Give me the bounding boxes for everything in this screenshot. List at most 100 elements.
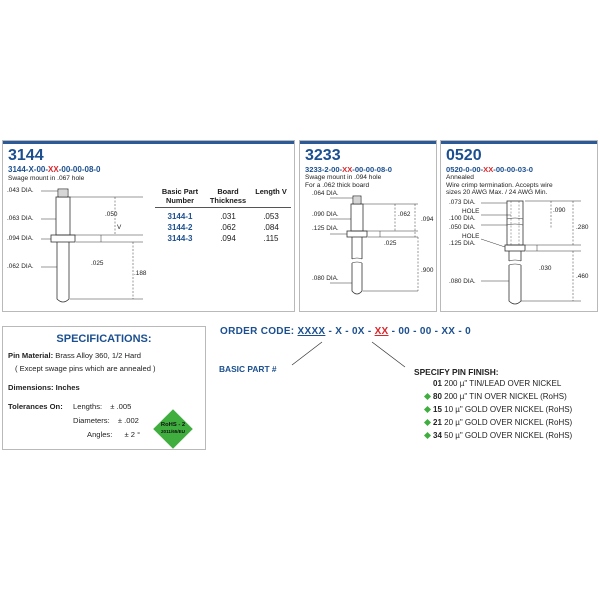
spec-material: Pin Material: Brass Alloy 360, 1/2 Hard	[8, 351, 141, 360]
dim-label: .100 DIA.	[449, 215, 476, 222]
order-seg: - X - 0X -	[325, 326, 375, 337]
dim-label: .094	[421, 216, 434, 223]
dim-label: .043 DIA.	[7, 187, 34, 194]
part-code: 3144-X-00-XX-00-00-08-0	[8, 165, 101, 174]
table-header: Basic Part Number	[161, 187, 199, 205]
dim-label: .063 DIA.	[7, 215, 34, 222]
dim-label: .062	[398, 211, 411, 218]
dim-label: .064 DIA.	[312, 190, 339, 197]
pin-drawing-3144	[41, 188, 143, 303]
part-description: Swage mount in .067 hole	[8, 175, 85, 182]
table-cell: .031	[220, 212, 236, 221]
part-description: Annealed Wire crimp termination. Accepts…	[446, 174, 553, 197]
table-row: 3144-1 .031 .053	[155, 212, 291, 221]
table-header: Length V	[255, 187, 287, 196]
list-item: 34 50 µ" GOLD OVER NICKEL (RoHS)	[423, 431, 572, 444]
list-item: 80 200 µ" TIN OVER NICKEL (RoHS)	[423, 392, 572, 405]
dim-label: HOLE	[462, 233, 480, 240]
rohs-badge-icon: RoHS - 2 2011/65/EU	[153, 409, 193, 449]
dim-label: .030	[539, 265, 552, 272]
part-description: Swage mount in .094 hole For a .062 thic…	[305, 174, 381, 189]
dim-label: V	[117, 224, 122, 231]
panel-top-bar	[441, 141, 597, 144]
dim-label: .090 DIA.	[312, 211, 339, 218]
list-item: 15 10 µ" GOLD OVER NICKEL (RoHS)	[423, 405, 572, 418]
rohs-line: RoHS - 2	[160, 422, 186, 428]
table-cell: .115	[263, 234, 279, 243]
tolerance-value: ± 2 °	[124, 430, 141, 439]
tolerance-name: Angles:	[87, 430, 113, 439]
pin-drawing-3233	[330, 195, 419, 295]
finish-title: SPECIFY PIN FINISH:	[414, 367, 499, 377]
dim-label: .080 DIA.	[312, 275, 339, 282]
dim-label: .125 DIA.	[312, 225, 339, 232]
spec-tolerance: Diameters: ± .002	[73, 416, 139, 425]
tolerance-value: ± .005	[110, 402, 132, 411]
part-panel-0520: 0520 0520-0-00-XX-00-00-03-0 Annealed Wi…	[440, 140, 598, 312]
dim-label: .460	[576, 273, 589, 280]
spec-tolerance: Lengths: ± .005	[73, 402, 131, 411]
part-code: 0520-0-00-XX-00-00-03-0	[446, 165, 533, 174]
dim-label: .080 DIA.	[449, 278, 476, 285]
part-table: Basic Part Number Board Thickness Length…	[155, 187, 291, 243]
part-panel-3144: 3144 3144-X-00-XX-00-00-08-0 Swage mount…	[2, 140, 295, 312]
tolerance-name: Diameters:	[73, 416, 110, 425]
order-seg-finish: XX	[374, 326, 389, 337]
description-line: Swage mount in .094 hole	[305, 174, 382, 181]
rohs-diamond-icon	[423, 406, 432, 414]
spec-material-note: ( Except swage pins which are annealed )	[15, 364, 156, 373]
dim-label: .062 DIA.	[7, 263, 34, 270]
specifications-box: SPECIFICATIONS: Pin Material: Brass Allo…	[2, 326, 206, 450]
dim-label: HOLE	[462, 208, 480, 215]
table-cell: 3144-1	[167, 212, 193, 221]
part-number: 0520	[446, 147, 482, 164]
spec-tolerance-label: Tolerances On:	[8, 402, 63, 411]
description-line: sizes 20 AWG Max. / 24 AWG Min.	[446, 189, 548, 197]
dim-label: .073 DIA.	[449, 199, 476, 206]
part-panel-3233: 3233 3233-2-00-XX-00-00-08-0 Swage mount…	[299, 140, 437, 312]
table-cell: 3144-2	[167, 223, 193, 232]
rohs-diamond-icon	[423, 432, 432, 440]
spec-value: Brass Alloy 360, 1/2 Hard	[55, 351, 141, 360]
rohs-diamond-icon	[423, 393, 432, 401]
list-item: 01 200 µ" TIN/LEAD OVER NICKEL	[433, 379, 562, 388]
dim-label: .050	[105, 211, 118, 218]
specs-title: SPECIFICATIONS:	[56, 333, 152, 345]
order-code: ORDER CODE: XXXX - X - 0X - XX - 00 - 00…	[220, 326, 471, 337]
table-row: 3144-2 .062 .084	[155, 223, 291, 232]
order-seg: - 00 - 00 - XX - 0	[388, 326, 471, 337]
dim-label: .125 DIA.	[449, 240, 476, 247]
spec-dimensions: Dimensions: Inches	[8, 383, 80, 392]
part-number: 3144	[8, 147, 44, 164]
order-seg-basic: XXXX	[297, 326, 326, 337]
table-row: 3144-3 .094 .115	[155, 234, 291, 243]
dim-label: .900	[421, 267, 434, 274]
tolerance-name: Lengths:	[73, 402, 103, 411]
spec-label: Pin Material:	[8, 351, 54, 360]
dim-label: .090	[553, 207, 566, 214]
rohs-line: 2011/65/EU	[160, 428, 185, 434]
tolerance-value: ± .002	[117, 416, 139, 425]
table-cell: .062	[220, 223, 236, 232]
part-number: 3233	[305, 147, 341, 164]
dim-label: .025	[91, 260, 104, 267]
spec-tolerance: Angles: ± 2 °	[87, 430, 140, 439]
table-cell: .094	[220, 234, 236, 243]
finish-list: 01 200 µ" TIN/LEAD OVER NICKEL 80 200 µ"…	[423, 379, 572, 444]
dim-label: .188	[134, 270, 147, 277]
panel-top-bar	[3, 141, 294, 144]
table-header: Board Thickness	[209, 187, 247, 205]
description-line: Wire crimp termination. Accepts wire	[446, 181, 553, 189]
list-item: 21 20 µ" GOLD OVER NICKEL (RoHS)	[423, 418, 572, 431]
panel-top-bar	[300, 141, 436, 144]
dim-label: .280	[576, 224, 589, 231]
part-code: 3233-2-00-XX-00-00-08-0	[305, 165, 392, 174]
dim-label: .094 DIA.	[7, 235, 34, 242]
table-cell: .084	[263, 223, 279, 232]
table-cell: 3144-3	[167, 234, 193, 243]
basic-part-label: BASIC PART #	[219, 364, 277, 374]
description-line: Annealed	[446, 174, 474, 181]
order-code-leaders	[291, 341, 406, 368]
rohs-diamond-icon	[423, 419, 432, 427]
order-code-label: ORDER CODE:	[220, 326, 295, 337]
